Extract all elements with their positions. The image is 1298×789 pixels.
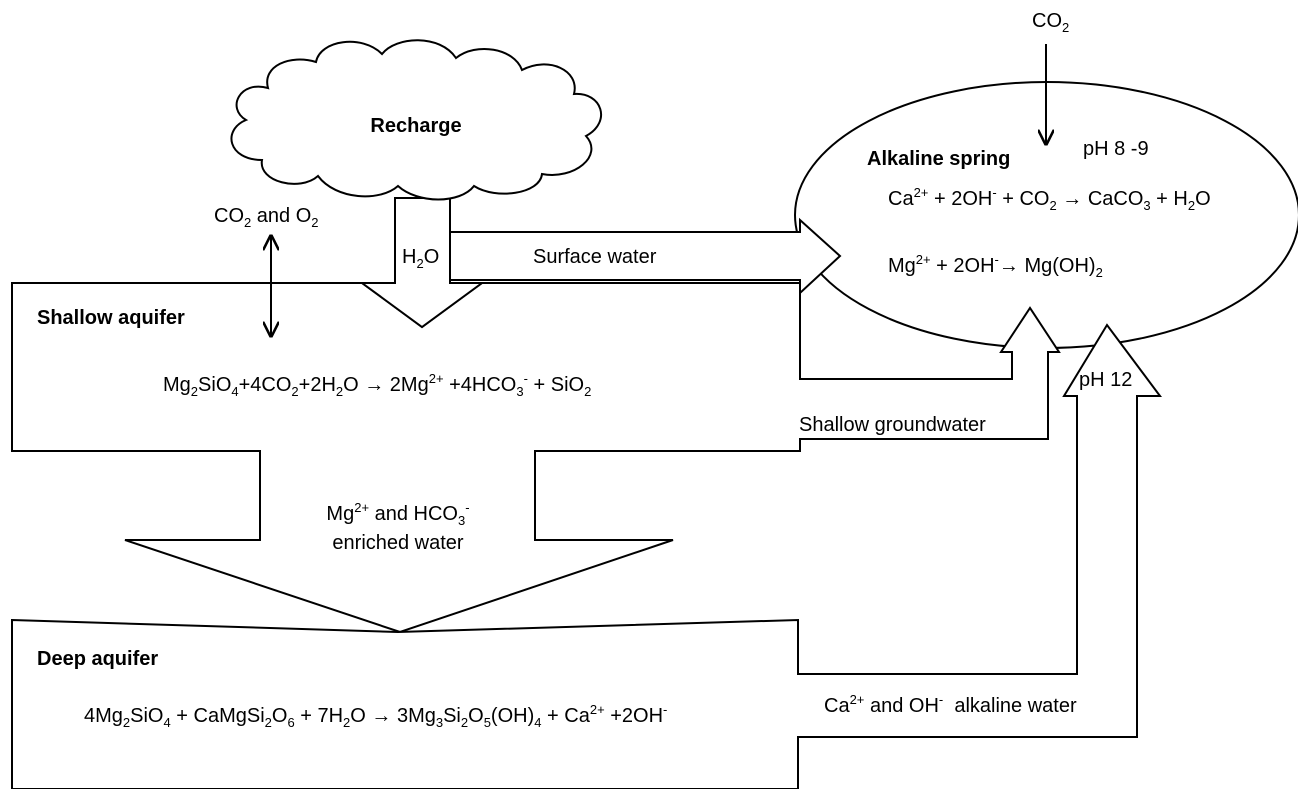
shallow-aquifer-label: Shallow aquifer [37,307,185,329]
h2o-label: H2O [402,246,439,271]
spring-equation-brucite: Mg2+ + 2OH-→ Mg(OH)2 [888,252,1103,280]
recharge-cloud [230,39,603,201]
shallow-aquifer-equation: Mg2SiO4+4CO2+2H2O → 2Mg2+ +4HCO3- + SiO2 [163,371,591,399]
shallow-groundwater-label: Shallow groundwater [799,414,986,436]
spring-equation-calcite: Ca2+ + 2OH- + CO2 → CaCO3 + H2O [888,185,1211,213]
surface-water-label: Surface water [533,246,657,268]
enriched-water-label-line2: enriched water [332,532,464,554]
alkaline-water-label: Ca2+ and OH- alkaline water [824,692,1077,717]
co2-o2-label: CO2 and O2 [214,205,319,230]
ph-12-label: pH 12 [1079,369,1132,391]
shallow-aquifer-block [11,282,1061,634]
recharge-label: Recharge [370,115,461,137]
recharge-downflow-arrow [358,197,486,329]
deep-aquifer-block [11,323,1162,789]
spring-ph-label: pH 8 -9 [1083,138,1149,160]
deep-aquifer-equation: 4Mg2SiO4 + CaMgSi2O6 + 7H2O → 3Mg3Si2O5(… [84,702,667,730]
co2-top-label: CO2 [1032,10,1069,35]
deep-aquifer-label: Deep aquifer [37,648,158,670]
alkaline-spring-label: Alkaline spring [867,148,1010,170]
enriched-water-label-line1: Mg2+ and HCO3- [326,500,469,528]
